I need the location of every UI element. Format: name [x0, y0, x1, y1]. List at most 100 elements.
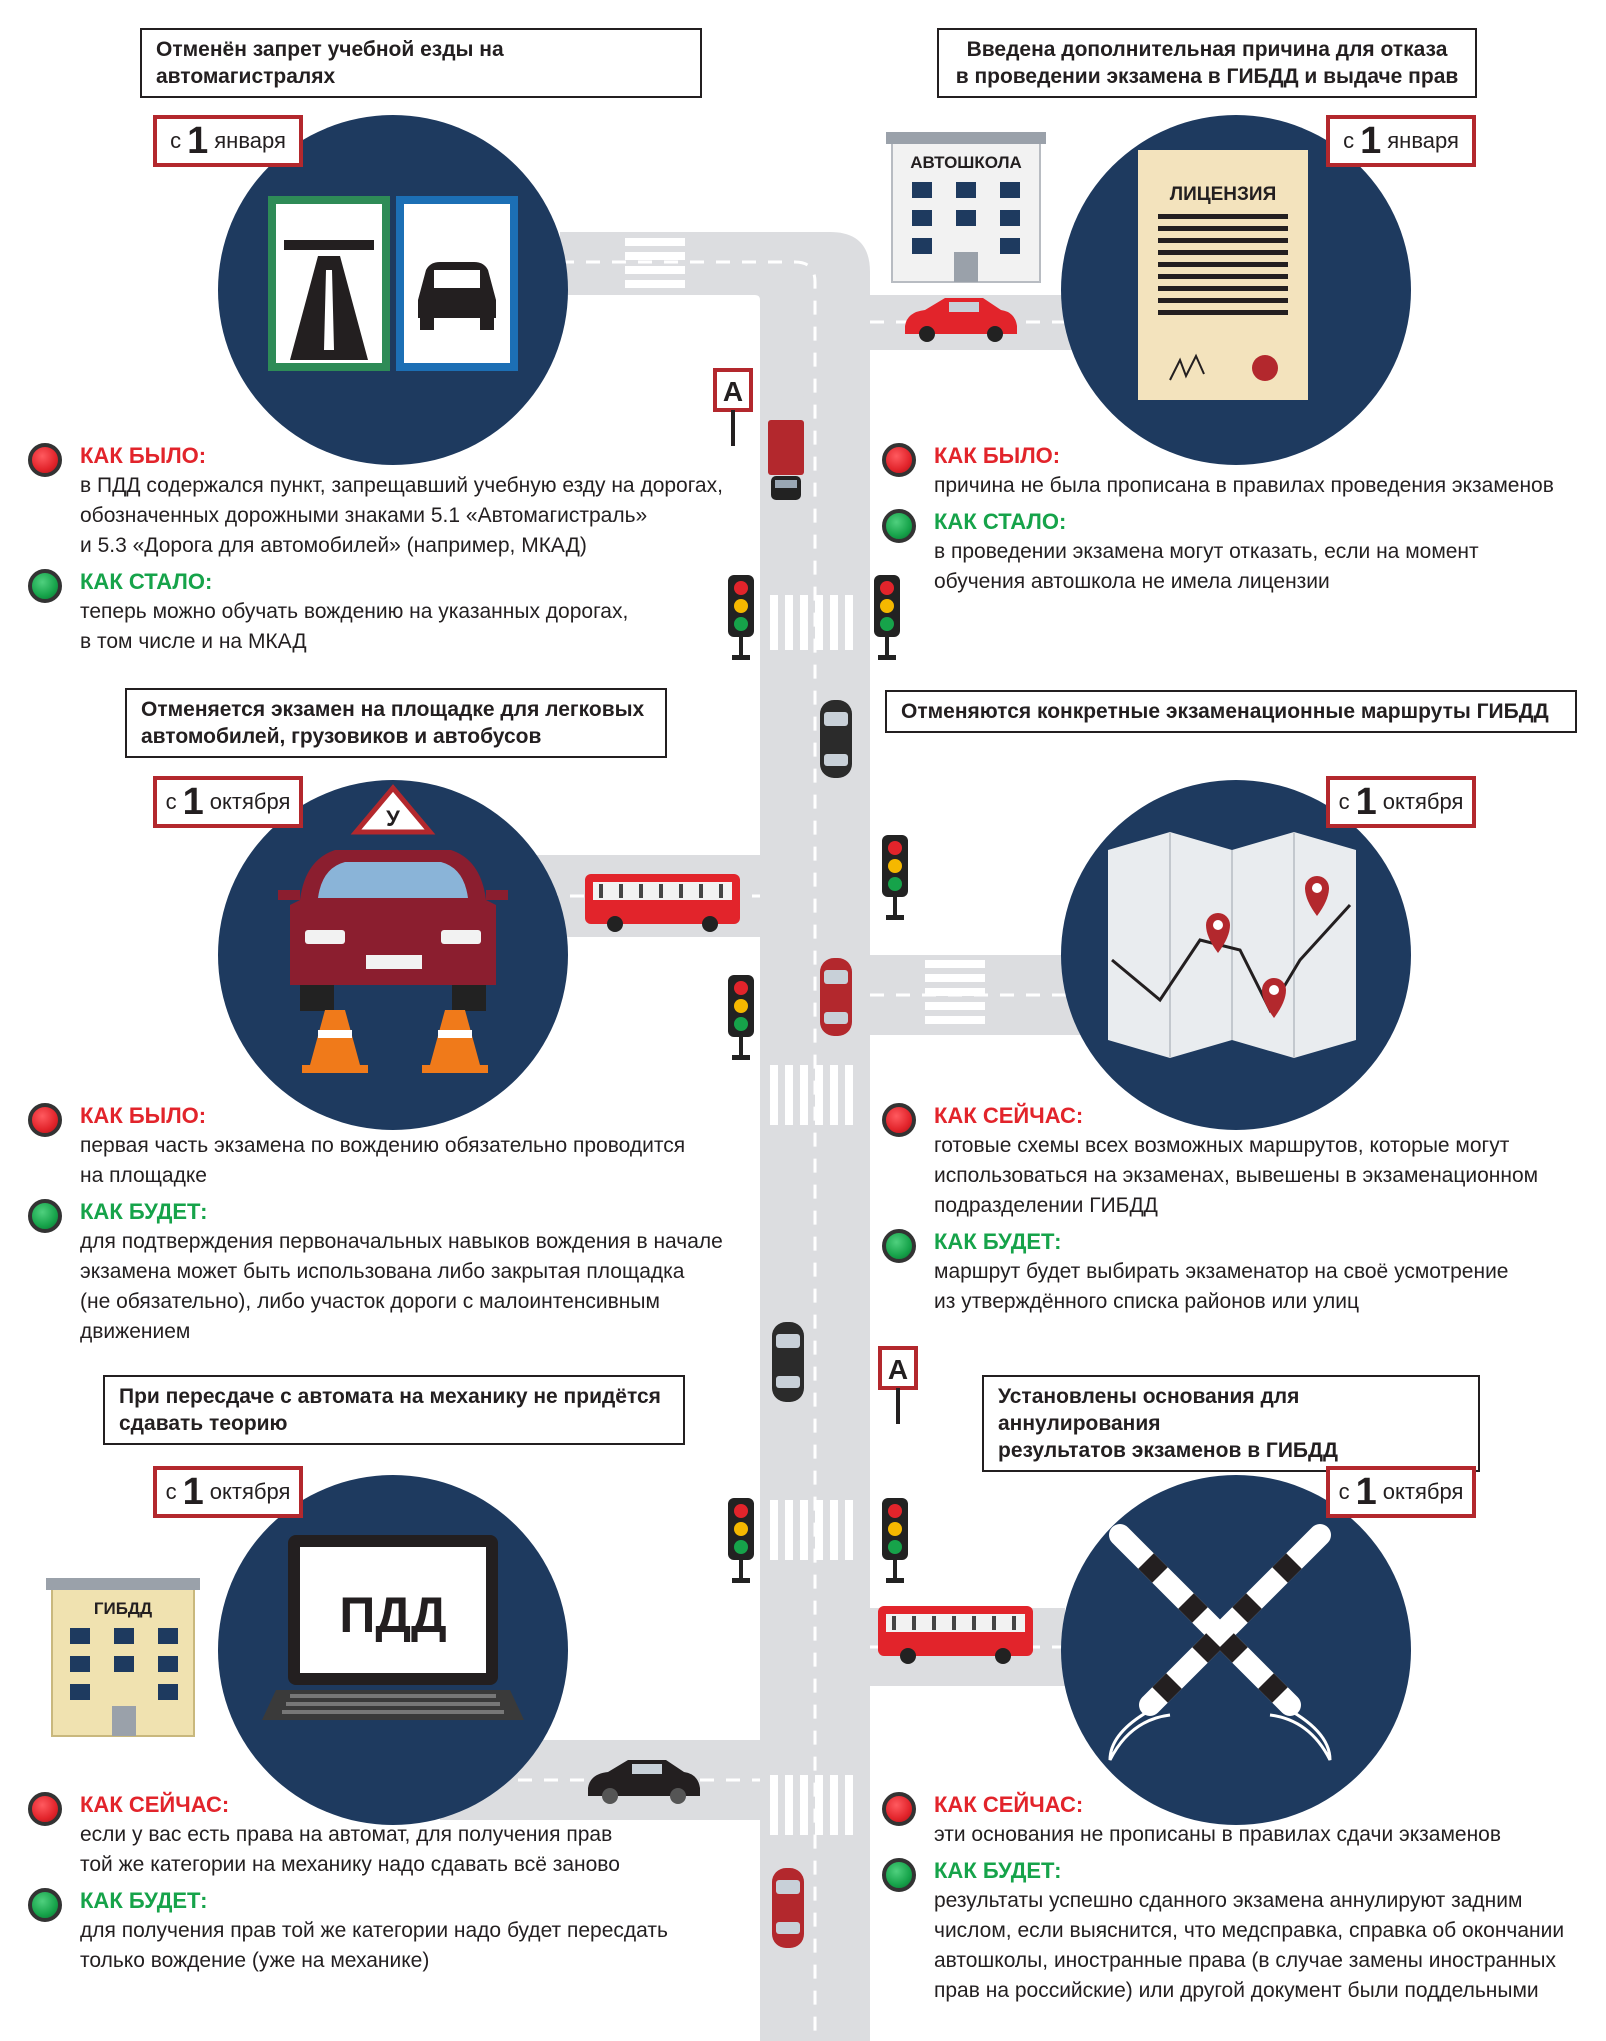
item-label: КАК БУДЕТ:	[934, 1229, 1062, 1254]
crossed-batons-icon	[1108, 1524, 1332, 1761]
bus-icon	[878, 1606, 1033, 1664]
green-light-icon	[28, 569, 62, 603]
circle-student-car: У	[218, 780, 568, 1130]
zebra-1	[625, 238, 685, 288]
section-1-title: Отменён запрет учебной езды на автомагис…	[140, 28, 702, 98]
red-light-icon	[882, 1103, 916, 1137]
car-road-sign-icon	[396, 196, 518, 371]
item-label: КАК СТАЛО:	[934, 509, 1067, 534]
zebra-2	[770, 595, 853, 650]
traffic-light-icon	[882, 1498, 908, 1583]
item-text: теперь можно обучать вождению на указанн…	[80, 600, 629, 653]
section-3-text: КАК БЫЛО:первая часть экзамена по вожден…	[22, 1101, 762, 1353]
before-item: КАК СЕЙЧАС: готовые схемы всех возможных …	[876, 1101, 1596, 1221]
circle-highway-signs	[218, 115, 568, 465]
car-icon	[772, 1322, 804, 1402]
bus-stop-sign-icon: А	[713, 368, 753, 446]
bus-stop-sign-icon: А	[878, 1346, 918, 1424]
section-2-title: Введена дополнительная причина для отказ…	[937, 28, 1477, 98]
traffic-cone-icon	[302, 1010, 488, 1073]
before-item: КАК БЫЛО:причина не была прописана в пра…	[876, 441, 1596, 501]
zebra-6	[770, 1775, 853, 1835]
section-1-text: КАК БЫЛО:в ПДД содержался пункт, запреща…	[22, 441, 762, 663]
folded-map-icon	[1108, 832, 1356, 1058]
section-5-text: КАК СЕЙЧАС: если у вас есть права на авто…	[22, 1790, 762, 1982]
traffic-light-icon	[728, 575, 754, 660]
zebra-4	[925, 960, 985, 1024]
item-label: КАК БУДЕТ:	[80, 1888, 208, 1913]
traffic-light-icon	[728, 975, 754, 1060]
red-light-icon	[882, 1792, 916, 1826]
section-3-title: Отменяется экзамен на площадке для легко…	[125, 688, 667, 758]
zebra-3	[770, 1065, 853, 1125]
green-light-icon	[882, 1858, 916, 1892]
red-light-icon	[28, 1103, 62, 1137]
student-sign-icon: У	[350, 784, 436, 835]
driving-school-building-icon: АВТОШКОЛА	[886, 132, 1046, 283]
section-6-text: КАК СЕЙЧАС: эти основания не прописаны в …	[876, 1790, 1596, 2012]
circle-laptop: ПДД	[218, 1475, 568, 1825]
truck-icon	[768, 420, 804, 500]
green-light-icon	[28, 1888, 62, 1922]
item-label: КАК СЕЙЧАС:	[80, 1792, 230, 1817]
car-icon	[820, 700, 852, 778]
green-light-icon	[28, 1199, 62, 1233]
laptop-icon: ПДД	[262, 1535, 524, 1720]
circle-batons	[1061, 1475, 1411, 1825]
svg-text:ПДД: ПДД	[339, 1587, 446, 1643]
green-light-icon	[882, 509, 916, 543]
after-item: КАК БУДЕТ: маршрут будет выбирать экзамен…	[876, 1227, 1596, 1317]
item-label: КАК БУДЕТ:	[80, 1199, 208, 1224]
svg-text:ЛИЦЕНЗИЯ: ЛИЦЕНЗИЯ	[1170, 184, 1276, 205]
after-item: КАК БУДЕТ: для получения прав той же кате…	[22, 1886, 762, 1976]
item-label: КАК БЫЛО:	[80, 443, 207, 468]
item-label: КАК БУДЕТ:	[934, 1858, 1062, 1883]
section-6-title: Установлены основания для аннулирования …	[982, 1375, 1480, 1472]
section-4-title: Отменяются конкретные экзаменационные ма…	[885, 690, 1577, 733]
item-text: маршрут будет выбирать экзаменатор на св…	[934, 1260, 1509, 1313]
highway-sign-icon	[268, 196, 390, 371]
before-item: КАК БЫЛО:первая часть экзамена по вожден…	[22, 1101, 762, 1191]
red-light-icon	[28, 443, 62, 477]
traffic-light-icon	[874, 575, 900, 660]
green-light-icon	[882, 1229, 916, 1263]
item-label: КАК СТАЛО:	[80, 569, 213, 594]
before-item: КАК БЫЛО:в ПДД содержался пункт, запреща…	[22, 441, 762, 561]
after-item: КАК БУДЕТ: для подтверждения первоначальн…	[22, 1197, 762, 1347]
item-label: КАК СЕЙЧАС:	[934, 1103, 1084, 1128]
item-text: если у вас есть права на автомат, для по…	[80, 1823, 620, 1876]
after-item: КАК БУДЕТ:результаты успешно сданного эк…	[876, 1856, 1596, 2006]
item-text: готовые схемы всех возможных маршрутов, …	[934, 1134, 1539, 1217]
section-5-title: При пересдаче с автомата на механику не …	[103, 1375, 685, 1445]
item-text: эти основания не прописаны в правилах сд…	[934, 1823, 1502, 1846]
bus-icon	[585, 874, 740, 932]
traffic-light-icon	[882, 835, 908, 920]
item-label: КАК БЫЛО:	[934, 443, 1061, 468]
before-item: КАК СЕЙЧАС: эти основания не прописаны в …	[876, 1790, 1596, 1850]
car-icon	[905, 298, 1017, 342]
before-item: КАК СЕЙЧАС: если у вас есть права на авто…	[22, 1790, 762, 1880]
item-text: в проведении экзамена могут отказать, ес…	[934, 540, 1479, 593]
gibdd-building-icon: ГИБДД	[46, 1578, 200, 1737]
red-light-icon	[28, 1792, 62, 1826]
circle-license: ЛИЦЕНЗИЯ	[1061, 115, 1411, 465]
car-icon	[772, 1868, 804, 1948]
car-icon	[588, 1760, 700, 1804]
item-text: для получения прав той же категории надо…	[80, 1919, 668, 1972]
circle-map	[1061, 780, 1411, 1130]
item-text: для подтверждения первоначальных навыков…	[80, 1230, 723, 1343]
svg-text:А: А	[723, 376, 743, 407]
car-icon	[820, 958, 852, 1036]
section-4-text: КАК СЕЙЧАС: готовые схемы всех возможных …	[876, 1101, 1596, 1323]
item-label: КАК СЕЙЧАС:	[934, 1792, 1084, 1817]
zebra-5	[770, 1500, 853, 1560]
student-car-icon	[278, 850, 508, 1011]
svg-text:А: А	[888, 1354, 908, 1385]
after-item: КАК СТАЛО: в проведении экзамена могут от…	[876, 507, 1596, 597]
